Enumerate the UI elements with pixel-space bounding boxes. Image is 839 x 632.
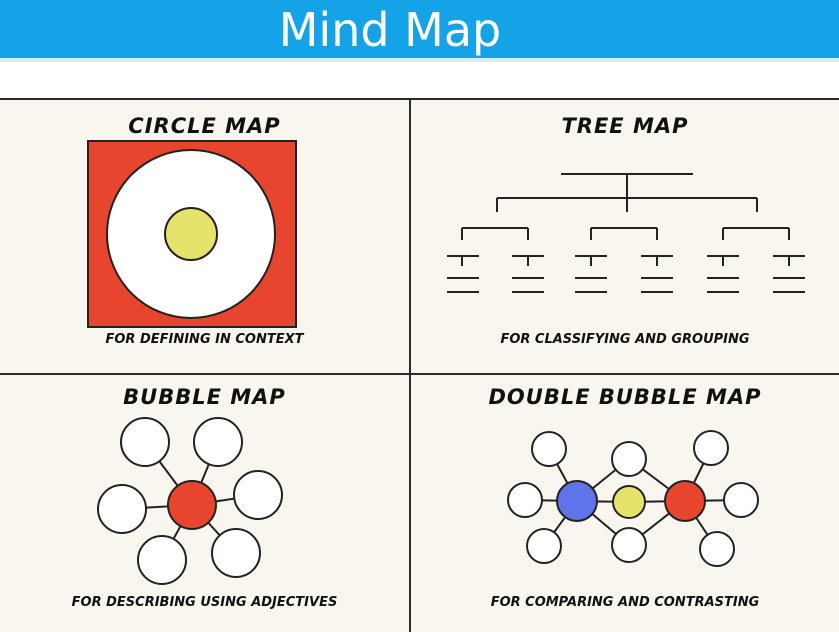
double-bubble-map-title: DOUBLE BUBBLE MAP — [488, 385, 762, 409]
circle-map-center-circle — [164, 207, 218, 261]
bubble-map-center-bubble — [167, 480, 217, 530]
double-bubble-outer-bubble — [526, 528, 562, 564]
double-bubble-left-center — [556, 480, 598, 522]
double-bubble-shared-bubble — [611, 441, 647, 477]
bubble-map-title: BUBBLE MAP — [123, 385, 286, 409]
double-bubble-outer-bubble — [699, 531, 735, 567]
bubble-map-caption: FOR DESCRIBING USING ADJECTIVES — [71, 595, 338, 610]
double-bubble-outer-bubble — [507, 482, 543, 518]
double-bubble-map-diagram — [507, 430, 759, 567]
bubble-map-diagram — [97, 417, 283, 585]
page-title: Mind Map — [278, 3, 502, 57]
bubble-map-adjective-bubble — [120, 417, 170, 467]
double-bubble-shared-bubble — [611, 527, 647, 563]
double-bubble-outer-bubble — [531, 431, 567, 467]
vertical-divider — [409, 100, 411, 632]
double-bubble-outer-bubble — [693, 430, 729, 466]
tree-map-diagram — [447, 173, 805, 293]
tree-map-panel: TREE MAP — [411, 100, 839, 373]
bubble-map-adjective-bubble — [233, 470, 283, 520]
double-bubble-outer-bubble — [723, 482, 759, 518]
double-bubble-right-center — [664, 480, 706, 522]
bubble-map-adjective-bubble — [137, 535, 187, 585]
circle-map-diagram — [87, 140, 297, 328]
double-bubble-map-caption: FOR COMPARING AND CONTRASTING — [490, 595, 760, 610]
circle-map-panel: CIRCLE MAP FOR DEFINING IN CONTEXT — [0, 100, 409, 373]
banner-underline — [0, 58, 839, 62]
bubble-map-adjective-bubble — [193, 417, 243, 467]
circle-map-title: CIRCLE MAP — [128, 114, 281, 138]
horizontal-divider — [0, 373, 839, 375]
tree-map-title: TREE MAP — [561, 114, 689, 138]
circle-map-caption: FOR DEFINING IN CONTEXT — [105, 332, 304, 347]
bubble-map-panel: BUBBLE MAP FOR DESCRIBING USING ADJECTIV… — [0, 375, 409, 632]
thinking-maps-grid: CIRCLE MAP FOR DEFINING IN CONTEXT TREE … — [0, 98, 839, 632]
bubble-map-adjective-bubble — [97, 484, 147, 534]
tree-map-caption: FOR CLASSIFYING AND GROUPING — [500, 332, 750, 347]
title-banner: Mind Map — [0, 0, 839, 58]
double-bubble-map-panel: DOUBLE BUBBLE MAP — [411, 375, 839, 632]
bubble-map-adjective-bubble — [211, 528, 261, 578]
double-bubble-middle-shared — [612, 485, 646, 519]
